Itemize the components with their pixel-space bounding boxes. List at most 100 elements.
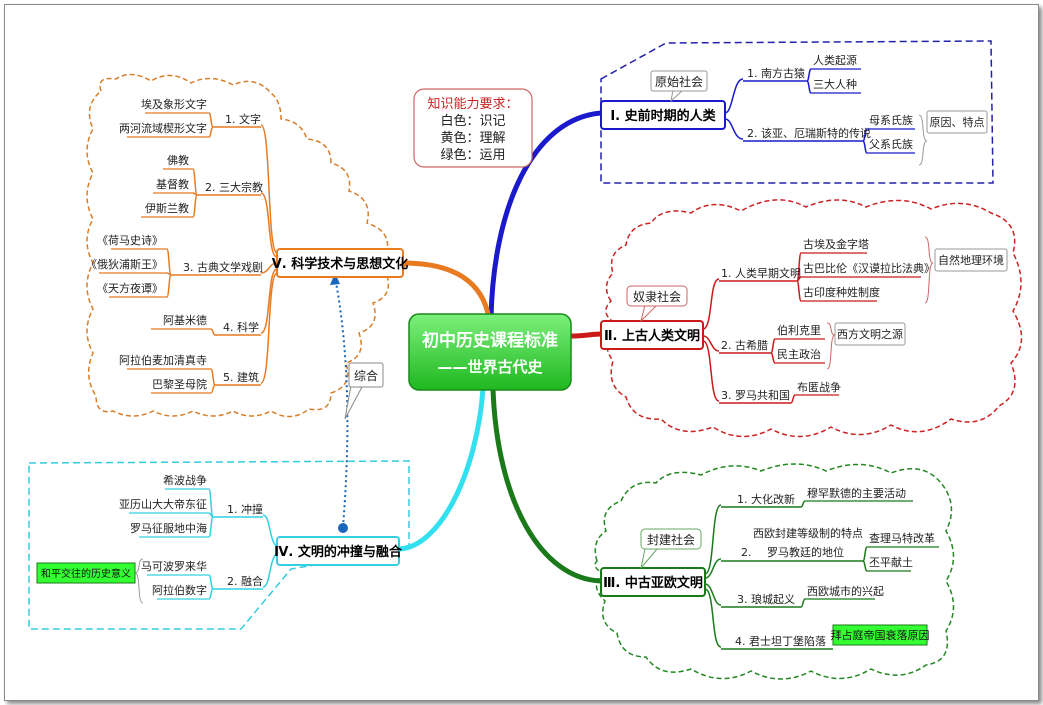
b3-connector-1 [704,504,722,575]
b3-item2-number: 2. [741,546,752,559]
b5-item5-leaf-brace [210,368,216,394]
cross-link-arrowhead [330,273,340,285]
b5-connector-1 [260,124,278,254]
b2-note1: 自然地理环境 [938,253,1004,267]
b2-note1-box [934,248,1008,272]
b3-item2-leaf-brace [862,546,868,572]
b2-item1-label: 1. 人类早期文明 [721,266,801,280]
b3-leaf-byzantine: 拜占庭帝国衰落原因 [831,628,930,642]
b5-leaf-archimedes: 阿基米德 [163,313,207,327]
b3-item1-leaf-link [800,500,806,508]
b5-leaf-buddhism: 佛教 [167,154,189,167]
branch-line-prehistoric [488,110,604,322]
b3-item3-leaf-link [800,598,806,608]
b2-note2-box [834,322,906,346]
center-title: 初中历史课程标准 [422,330,558,351]
b1-leaf-patriarchal: 父系氏族 [869,137,913,151]
b5-leaf-cuneiform: 两河流域楔形文字 [119,121,207,135]
b3-title: Ⅲ. 中古亚欧文明 [603,575,703,591]
branch-line-medieval [490,386,604,584]
b2-title: Ⅱ. 上古人类文明 [604,328,700,344]
b5-leaf-oedipus: 《俄狄浦斯王》 [86,258,163,271]
b5-title-box[interactable] [276,248,404,278]
b3-item2-line2: 罗马教廷的地位 [767,545,844,559]
b1-tag-pointer [670,89,684,103]
region-culture [86,73,413,418]
b5-item3-label: 3. 古典文学戏剧 [183,260,263,274]
b4-item2-label: 2. 融合 [227,574,263,588]
b1-note-bracket [918,114,928,166]
b3-item4-label: 4. 君士坦丁堡陷落 [735,634,826,648]
b1-title: Ⅰ. 史前时期的人类 [610,108,716,124]
b1-item1-label: 1. 南方古猿 [747,66,805,80]
mindmap-canvas: 综合 初中历史课程标准 ——世界古代史 知识能力要求： 白色：识记 黄色：理解 … [4,4,1039,701]
b5-item2-label: 2. 三大宗教 [205,180,263,194]
center-node[interactable] [408,313,572,391]
cross-link-dotted [334,276,349,528]
b3-leaf-pepin: 丕平献土 [869,555,913,569]
b2-item2-leaf-brace [770,338,776,364]
b3-item3-label: 3. 琅城起义 [737,592,795,606]
b2-title-box[interactable] [600,320,704,350]
b5-item4-leaf-link [210,328,216,336]
b1-leaf-origin: 人类起源 [813,53,857,67]
b2-item3-label: 3. 罗马共和国 [721,389,790,402]
b4-leaf-persian-wars: 希波战争 [163,473,207,487]
b1-item2-label: 2. 该亚、厄瑞斯特的传说 [747,126,871,140]
b5-item1-leaf-brace [208,112,214,138]
b1-title-box[interactable] [600,100,726,130]
b1-connector-1 [724,78,744,114]
legend-box [413,88,533,168]
b3-leaf-martel: 查理马特改革 [869,531,935,545]
b5-leaf-mecca-mosque: 阿拉伯麦加清真寺 [119,353,207,367]
legend-title: 知识能力要求： [427,96,518,112]
branch-line-clash [396,386,486,552]
mindmap-diagram: 综合 初中历史课程标准 ——世界古代史 知识能力要求： 白色：识记 黄色：理解 … [28,40,1023,680]
b1-item1-leaf-brace [806,68,812,94]
b2-leaf-hammurabi: 古巴比伦《汉谟拉比法典》 [803,261,935,275]
b1-tag: 原始社会 [655,74,703,89]
region-medieval [594,463,955,680]
b4-item1-label: 1. 冲撞 [227,502,263,516]
legend-line-white: 白色：识记 [440,113,505,129]
b2-item1-leaf-brace [796,252,802,302]
b1-note: 原因、特点 [930,115,985,129]
b5-item2-leaf-brace [192,168,198,218]
b5-item1-label: 1. 文字 [225,112,261,126]
b4-title-box[interactable] [276,536,400,566]
region-ancient [605,199,1023,438]
b5-leaf-arabian-nights: 《天方夜谭》 [97,281,163,295]
cross-link-endpoint [338,523,348,533]
b2-tag: 奴隶社会 [633,289,681,304]
b4-note: 和平交往的历史意义 [41,567,131,580]
legend-line-yellow: 黄色：理解 [440,130,505,146]
b3-item1-label: 1. 大化改新 [737,492,795,506]
b1-leaf-races: 三大人种 [813,77,857,91]
b5-connector-5 [260,272,278,384]
b5-item5-label: 5. 建筑 [223,370,259,384]
b1-tag-box [650,70,708,92]
b3-tag-pointer [640,548,658,569]
b1-item2-leaf-brace [862,128,868,154]
b3-leaf-cities: 西欧城市的兴起 [807,584,884,598]
branch-line-ancient [568,331,604,339]
center-subtitle: ——世界古代史 [437,358,543,376]
b4-item1-leaf-brace [208,488,214,538]
b3-title-box[interactable] [600,567,706,597]
b3-tag: 封建社会 [647,532,695,547]
b2-leaf-democracy: 民主政治 [777,347,821,361]
b5-item4-label: 4. 科学 [223,320,259,334]
b1-note-box [926,110,988,134]
b5-item3-leaf-brace [166,248,172,298]
b2-connector-3 [702,340,720,402]
b4-leaf-arabic-numerals: 阿拉伯数字 [152,583,207,597]
b2-connector-1 [702,278,720,330]
b1-connector-2 [724,118,744,140]
b2-leaf-caste: 古印度种姓制度 [803,285,880,299]
b4-leaf-alexander: 亚历山大大帝东征 [119,497,207,511]
b5-connector-2 [260,192,278,258]
b4-item2-leaf-brace [208,574,214,600]
link-label-text: 综合 [354,368,378,383]
b5-leaf-homer: 《荷马史诗》 [97,233,163,247]
b4-note-box [36,562,136,584]
